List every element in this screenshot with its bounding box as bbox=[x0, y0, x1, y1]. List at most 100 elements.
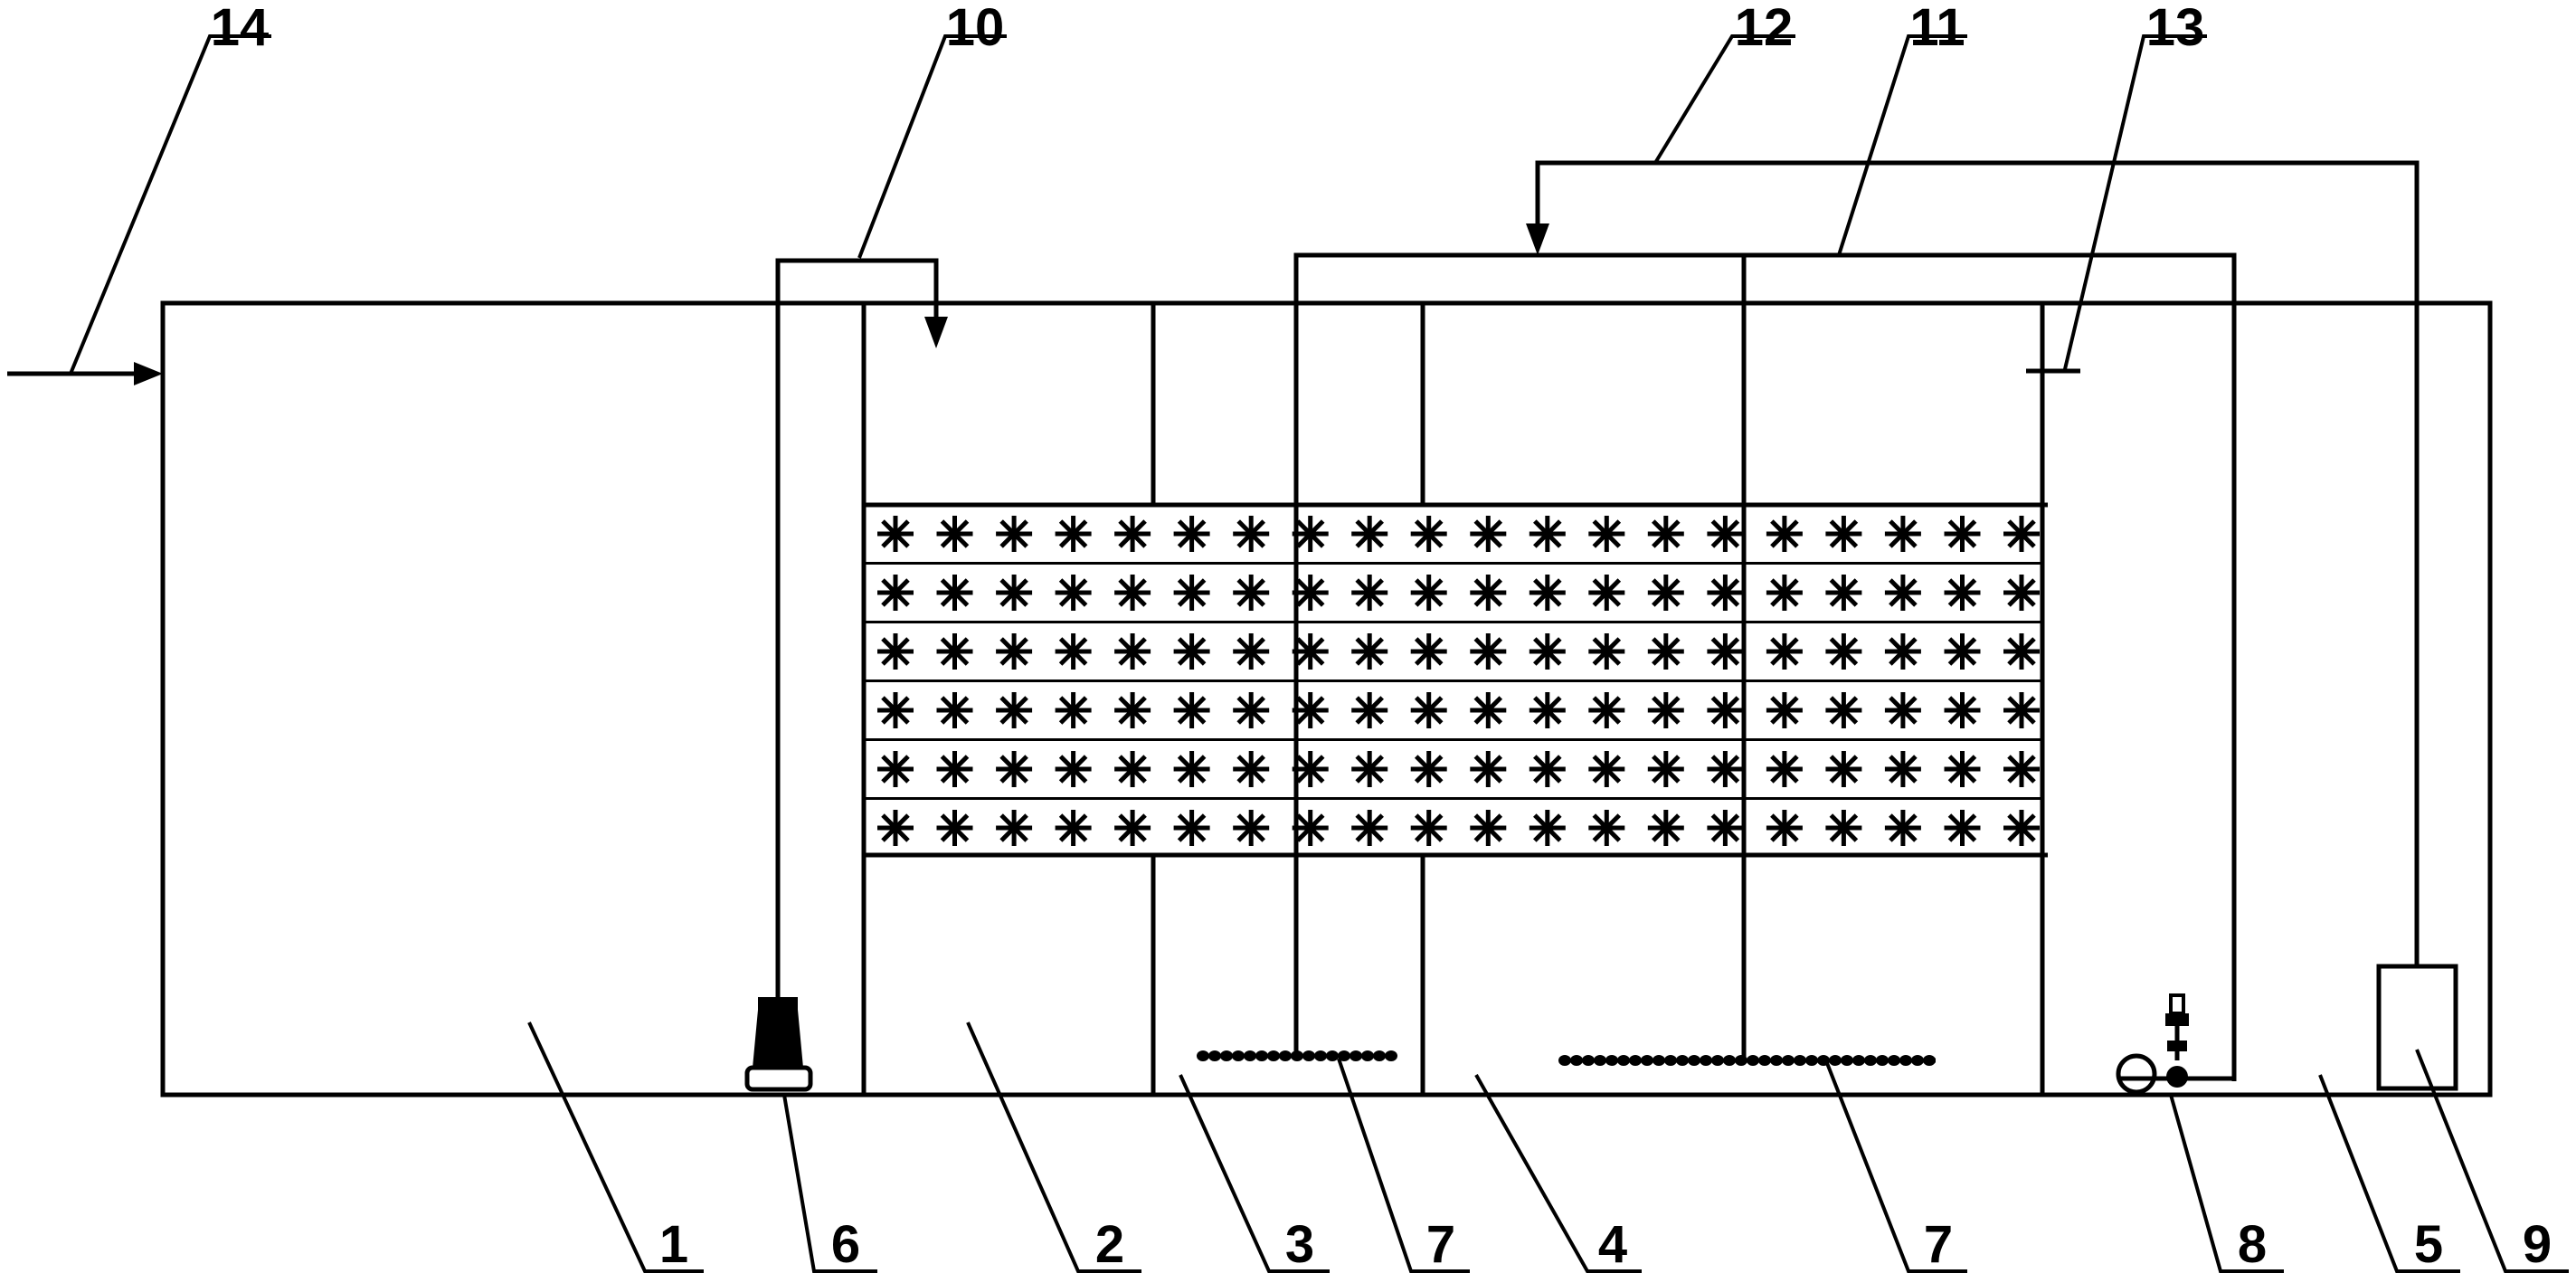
media-star bbox=[877, 810, 914, 846]
media-star bbox=[1411, 751, 1447, 787]
media-star bbox=[1707, 692, 1743, 728]
media-star bbox=[1766, 810, 1803, 846]
tank-outline bbox=[160, 300, 2493, 1098]
media-star bbox=[1766, 633, 1803, 670]
inlet-pipe bbox=[7, 362, 163, 385]
diffuser-bead bbox=[1594, 1055, 1606, 1066]
media-star bbox=[1530, 516, 1566, 552]
media-star bbox=[996, 751, 1032, 787]
media-star bbox=[1114, 516, 1151, 552]
media-star bbox=[1825, 692, 1861, 728]
media-star bbox=[1707, 751, 1743, 787]
media-star bbox=[1945, 751, 1981, 787]
diffuser-bead bbox=[1770, 1055, 1783, 1066]
media-star bbox=[1530, 751, 1566, 787]
diffuser-bead bbox=[1864, 1055, 1877, 1066]
diffuser-bead bbox=[1338, 1050, 1350, 1061]
diffuser-bead bbox=[1723, 1055, 1736, 1066]
media-star bbox=[1056, 692, 1092, 728]
media-star bbox=[1825, 633, 1861, 670]
media-star bbox=[937, 751, 973, 787]
diffuser-bead bbox=[1570, 1055, 1583, 1066]
media-star bbox=[1766, 575, 1803, 611]
diffuser-7b bbox=[1558, 1055, 1936, 1066]
media-star bbox=[1470, 575, 1506, 611]
media-star bbox=[1648, 516, 1684, 552]
label-7a: 7 bbox=[1426, 1215, 1455, 1274]
media-star bbox=[1114, 810, 1151, 846]
diffuser-bead bbox=[1582, 1055, 1595, 1066]
diffuser-bead bbox=[1852, 1055, 1865, 1066]
diffuser-bead bbox=[1817, 1055, 1830, 1066]
label-1: 1 bbox=[659, 1215, 688, 1274]
media-star bbox=[877, 633, 914, 670]
media-star bbox=[1885, 516, 1921, 552]
media-star bbox=[1766, 692, 1803, 728]
diffuser-bead bbox=[1605, 1055, 1618, 1066]
diffuser-bead bbox=[1302, 1050, 1315, 1061]
diffuser-bead bbox=[1361, 1050, 1374, 1061]
media-star bbox=[1530, 810, 1566, 846]
media-star bbox=[996, 692, 1032, 728]
media-star bbox=[1945, 575, 1981, 611]
media-star bbox=[877, 692, 914, 728]
label-11: 11 bbox=[1909, 0, 1965, 57]
media-star bbox=[1945, 633, 1981, 670]
media-star bbox=[1470, 633, 1506, 670]
media-star bbox=[1174, 751, 1210, 787]
diffuser-bead bbox=[1385, 1050, 1397, 1061]
diffuser-bead bbox=[1711, 1055, 1724, 1066]
media-star bbox=[2003, 516, 2040, 552]
media-star bbox=[1351, 575, 1387, 611]
media-star bbox=[1766, 751, 1803, 787]
diffuser-bead bbox=[1220, 1050, 1233, 1061]
media-star bbox=[1351, 810, 1387, 846]
label-3: 3 bbox=[1285, 1215, 1314, 1274]
diffuser-bead bbox=[1911, 1055, 1924, 1066]
label-9: 9 bbox=[2523, 1215, 2552, 1274]
media-star bbox=[2003, 575, 2040, 611]
label-12: 12 bbox=[1735, 0, 1794, 57]
diffuser-bead bbox=[1923, 1055, 1936, 1066]
diffuser-bead bbox=[1279, 1050, 1292, 1061]
diffuser-bead bbox=[1291, 1050, 1303, 1061]
label-8: 8 bbox=[2238, 1215, 2267, 1274]
media-star bbox=[1411, 516, 1447, 552]
media-star bbox=[1470, 516, 1506, 552]
diffuser-bead bbox=[1255, 1050, 1268, 1061]
media-star bbox=[1885, 575, 1921, 611]
label-13: 13 bbox=[2146, 0, 2205, 57]
diffuser-bead bbox=[1314, 1050, 1327, 1061]
media-star bbox=[996, 575, 1032, 611]
media-star bbox=[1351, 633, 1387, 670]
label-6: 6 bbox=[831, 1215, 860, 1274]
diffuser-bead bbox=[1653, 1055, 1665, 1066]
media-star bbox=[1766, 516, 1803, 552]
media-star bbox=[1351, 751, 1387, 787]
diffuser-bead bbox=[1805, 1055, 1818, 1066]
diffuser-bead bbox=[1829, 1055, 1842, 1066]
box-9 bbox=[2376, 964, 2458, 1091]
media-star bbox=[937, 516, 973, 552]
media-star bbox=[1707, 633, 1743, 670]
media-star bbox=[937, 692, 973, 728]
media-star bbox=[1588, 633, 1624, 670]
media-star bbox=[1588, 751, 1624, 787]
media-star bbox=[1885, 692, 1921, 728]
media-star bbox=[1351, 516, 1387, 552]
media-star bbox=[1470, 751, 1506, 787]
media-star bbox=[1885, 751, 1921, 787]
media-star bbox=[1470, 692, 1506, 728]
air-pipe-11 bbox=[1293, 252, 2237, 1081]
media-star bbox=[1945, 692, 1981, 728]
media-star bbox=[1056, 810, 1092, 846]
media-star bbox=[1648, 751, 1684, 787]
media-star bbox=[1056, 575, 1092, 611]
media-star bbox=[1707, 575, 1743, 611]
media-star bbox=[1530, 633, 1566, 670]
media-star bbox=[1530, 692, 1566, 728]
media-star bbox=[1825, 810, 1861, 846]
media-star bbox=[1233, 810, 1269, 846]
diffuser-bead bbox=[1326, 1050, 1339, 1061]
return-pipe-10 bbox=[775, 258, 948, 1004]
